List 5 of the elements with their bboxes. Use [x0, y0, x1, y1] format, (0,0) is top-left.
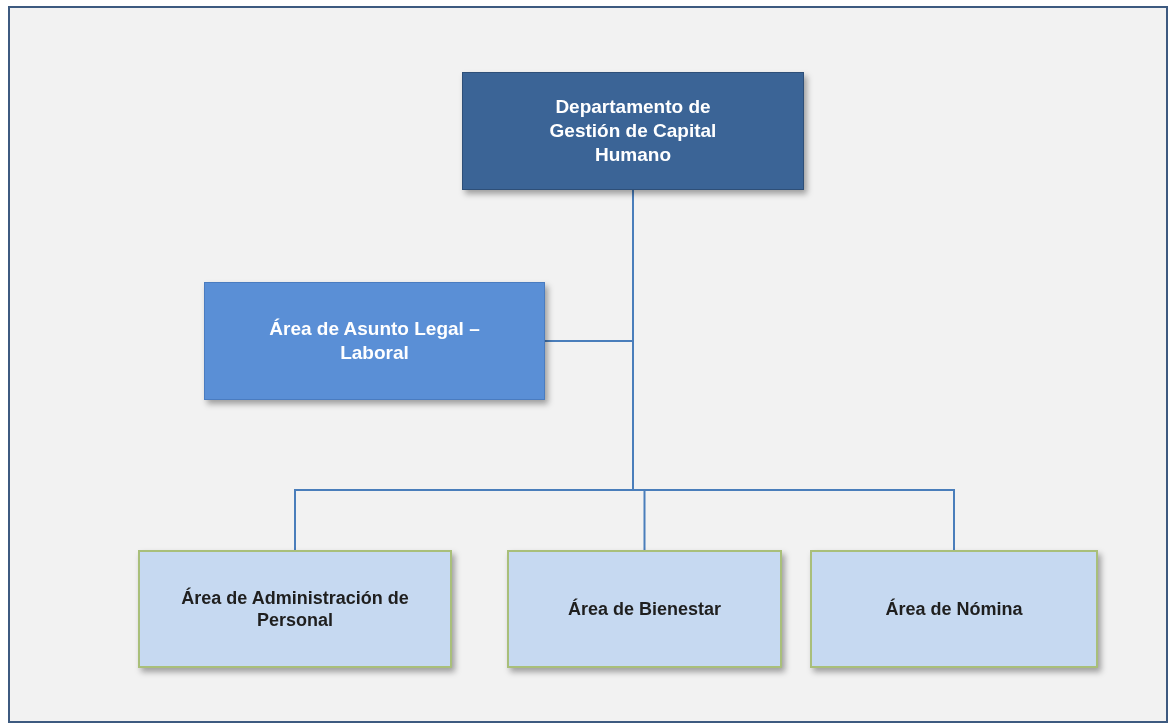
org-box: Área de Bienestar — [507, 550, 782, 668]
org-box: Área de Asunto Legal – Laboral — [204, 282, 545, 400]
org-box: Departamento de Gestión de Capital Humano — [462, 72, 804, 190]
org-box: Área de Nómina — [810, 550, 1098, 668]
org-box: Área de Administración de Personal — [138, 550, 452, 668]
